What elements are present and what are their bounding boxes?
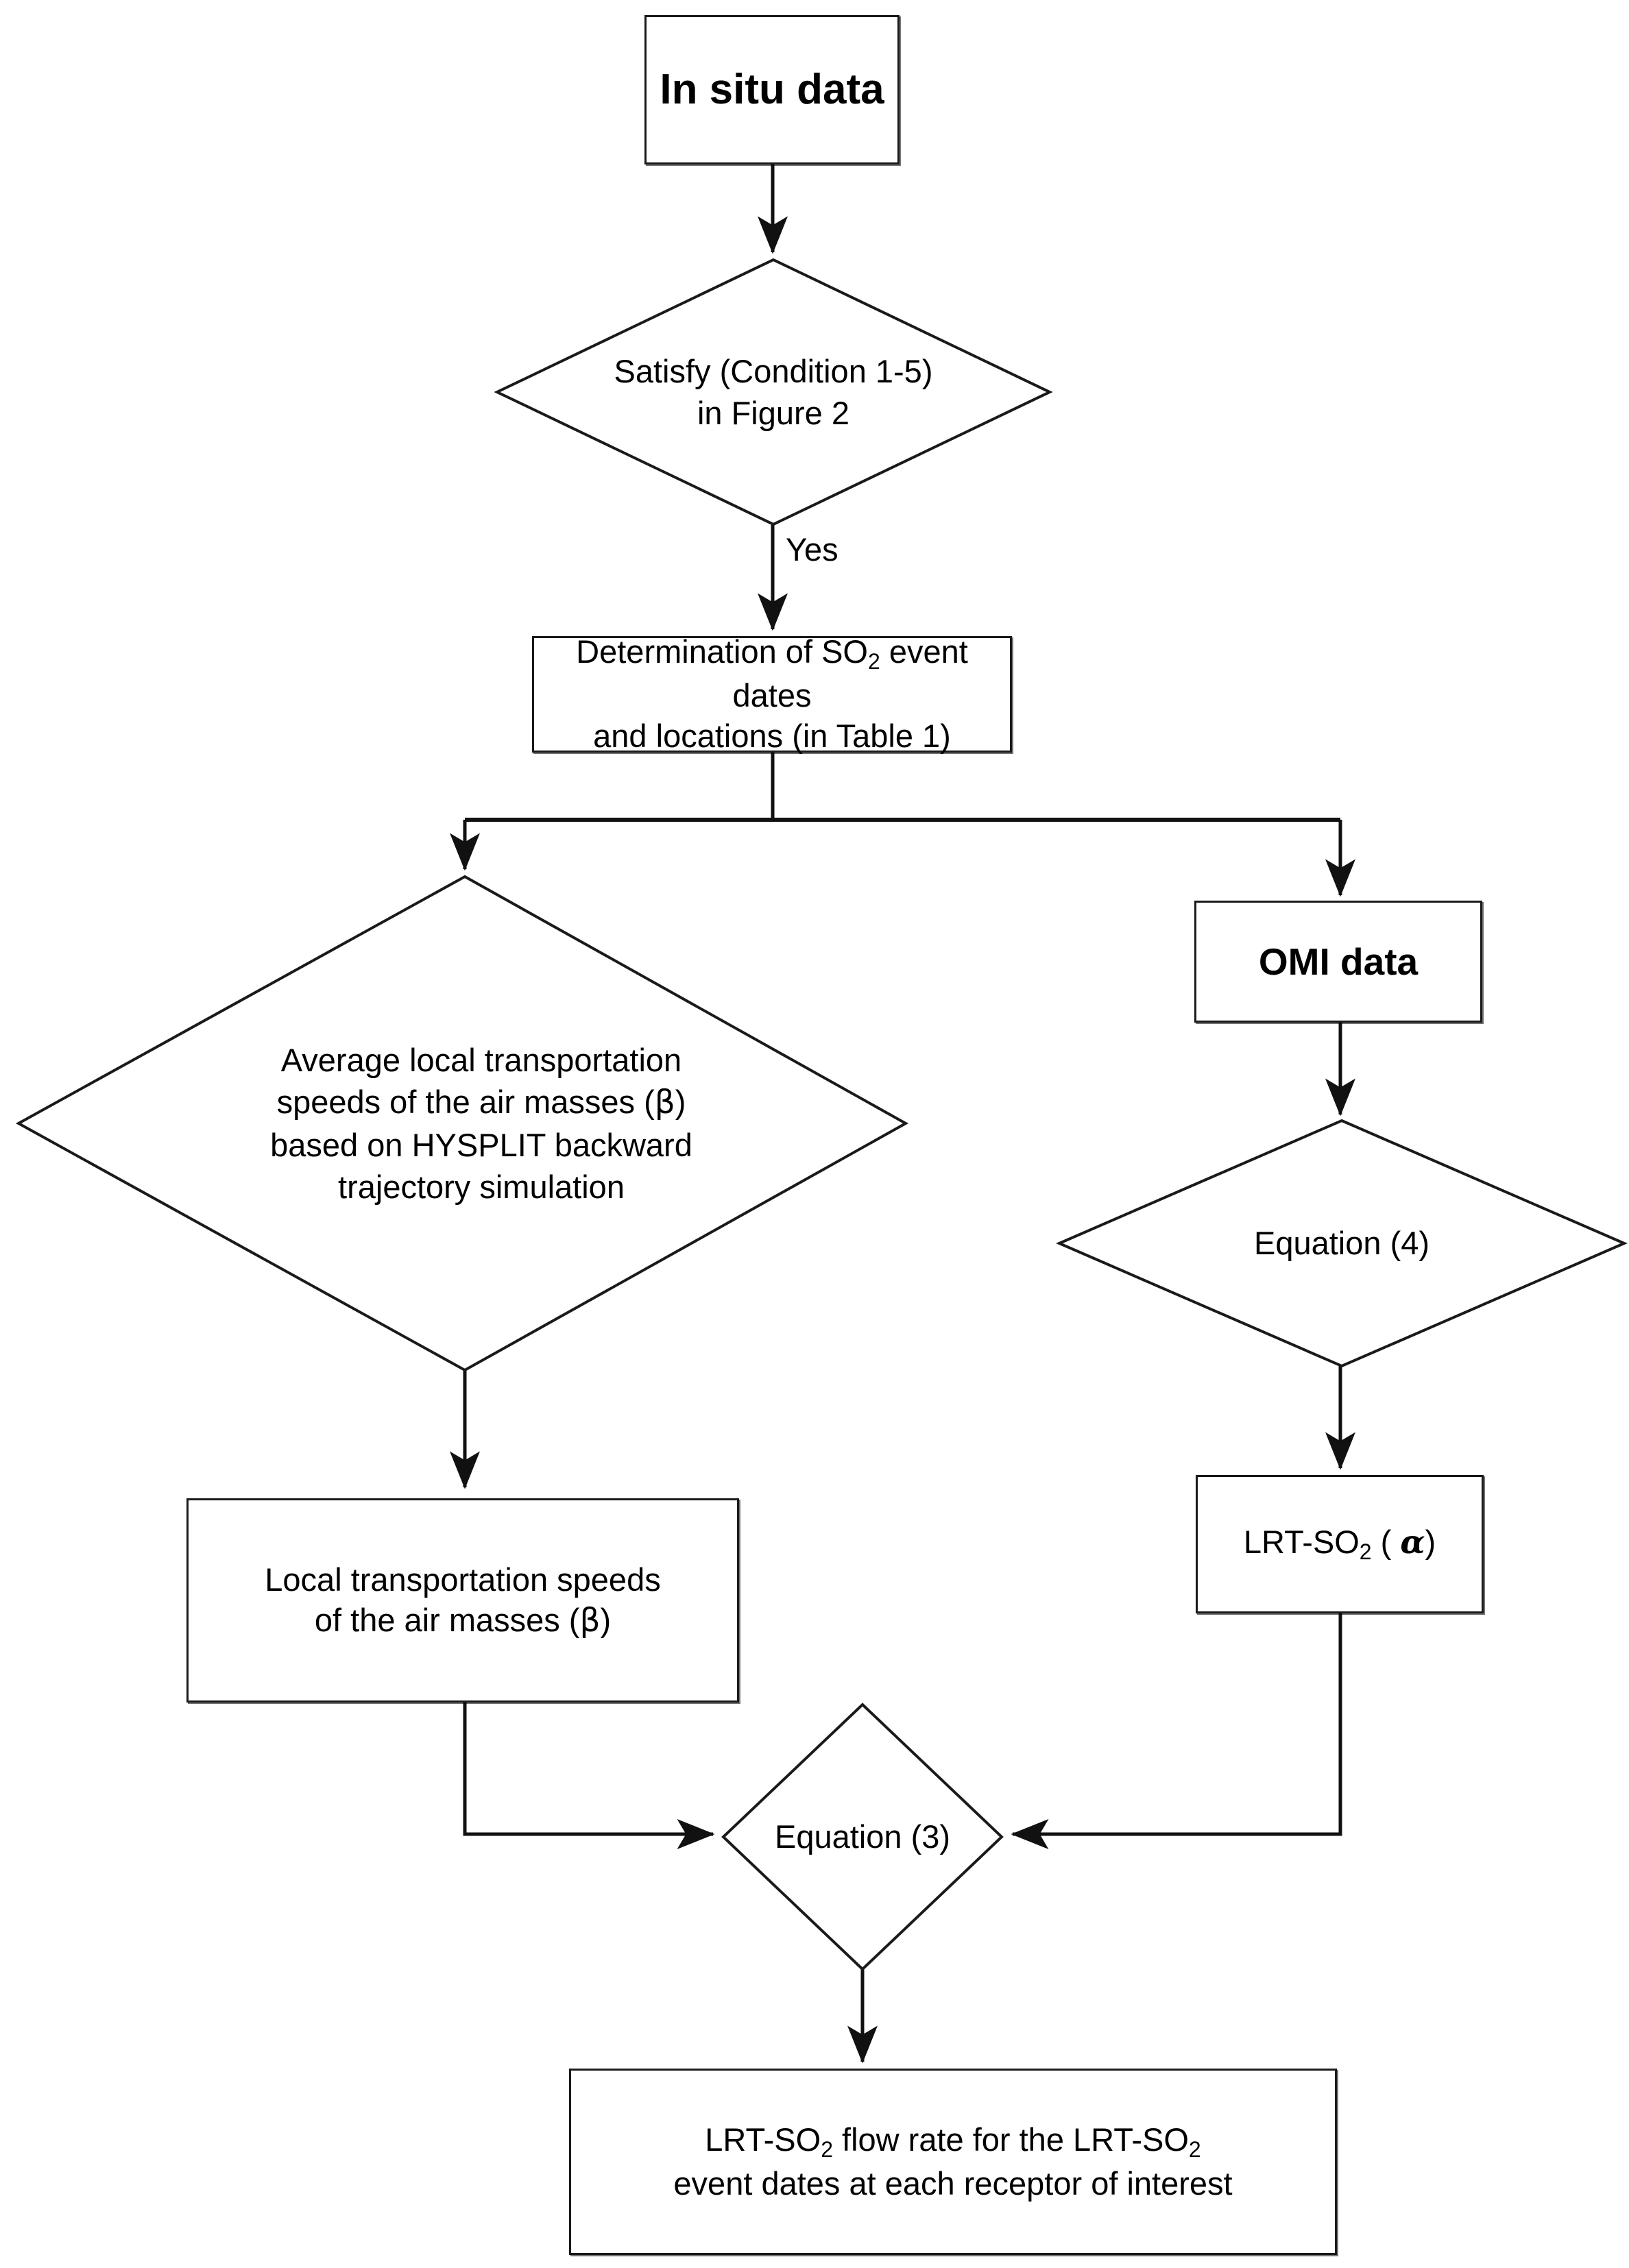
node-lrt-so2-alpha-label: LRT-SO2 ( α) (1243, 1524, 1436, 1564)
node-lrt-so2-alpha[interactable]: LRT-SO2 ( α) (1196, 1475, 1484, 1613)
node-equation-3[interactable]: Equation (3) (721, 1703, 1004, 1971)
determination-line-1: Determination of SO2 event dates (576, 633, 968, 714)
node-in-situ-data-label: In situ data (660, 66, 884, 114)
beta-symbol: β (579, 1601, 601, 1639)
node-result-label: LRT-SO2 flow rate for the LRT-SO2 event … (571, 2120, 1335, 2204)
node-omi-data-label: OMI data (1258, 940, 1419, 983)
node-result[interactable]: LRT-SO2 flow rate for the LRT-SO2 event … (569, 2069, 1337, 2255)
node-omi-data[interactable]: OMI data (1194, 901, 1482, 1023)
alpha-symbol: α (1400, 1524, 1425, 1562)
node-satisfy-condition[interactable]: Satisfy (Condition 1-5) in Figure 2 (494, 258, 1053, 526)
edge-local-to-equation3 (463, 1703, 715, 1849)
edge-label-yes: Yes (786, 531, 838, 568)
node-average-speeds[interactable]: Average local transportation speeds of t… (15, 875, 909, 1372)
node-local-speeds-label: Local transportation speeds of the air m… (189, 1560, 737, 1642)
satisfy-condition-shape (494, 258, 1053, 526)
equation-4-shape (1055, 1119, 1628, 1368)
result-line-2: event dates at each receptor of interest (673, 2165, 1233, 2202)
node-determination-label: Determination of SO2 event dates and loc… (534, 632, 1010, 756)
node-local-speeds[interactable]: Local transportation speeds of the air m… (186, 1498, 739, 1703)
edge-lrtso2-to-equation3 (1011, 1612, 1342, 1849)
equation-3-shape (721, 1703, 1004, 1971)
local-speeds-line-2: of the air masses (β) (314, 1601, 612, 1639)
node-equation-4[interactable]: Equation (4) (1055, 1119, 1628, 1368)
local-speeds-line-1: Local transportation speeds (265, 1561, 661, 1598)
determination-line-2: and locations (in Table 1) (593, 717, 951, 754)
node-in-situ-data[interactable]: In situ data (644, 15, 900, 164)
node-determination[interactable]: Determination of SO2 event dates and loc… (532, 633, 1012, 754)
result-line-1: LRT-SO2 flow rate for the LRT-SO2 (705, 2121, 1201, 2162)
average-speeds-shape (15, 875, 909, 1372)
